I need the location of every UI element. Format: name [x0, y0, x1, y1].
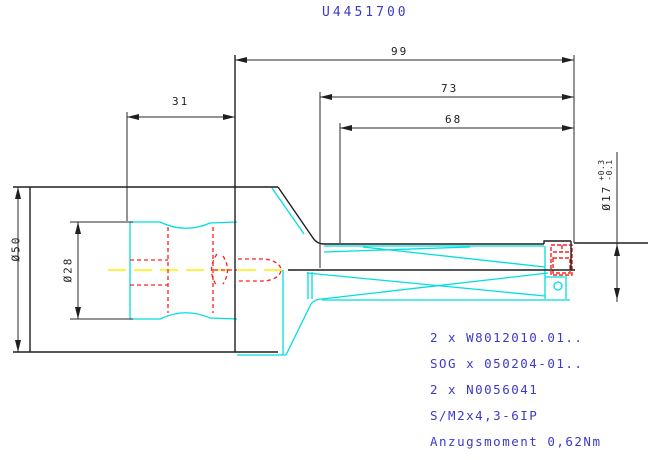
note-line-screws: 2 x N0056041 [430, 382, 539, 397]
dim-99-label: 99 [391, 45, 409, 58]
dimension-arrows [15, 57, 620, 352]
dimension-lines [17, 55, 618, 352]
tool-body-outline [13, 55, 648, 353]
dim-dia17-label: Ø17 +0.3 -0.1 [595, 142, 617, 228]
dim-dia17-value: Ø17 [599, 184, 613, 211]
drawing-title: U4451700 [322, 5, 409, 20]
hidden-detail-lines [130, 227, 282, 313]
note-line-torque: Anzugsmoment 0,62Nm [430, 434, 602, 449]
insert-outline [550, 244, 573, 276]
note-line-screw-type: S/M2x4,3-6IP [430, 408, 539, 423]
dim-dia17-tol-lower: -0.1 [605, 159, 614, 181]
note-line-inserts: 2 x W8012010.01.. [430, 330, 584, 345]
overlay-tool-outline [129, 187, 570, 356]
dim-31-label: 31 [172, 95, 190, 108]
dim-73-label: 73 [441, 82, 459, 95]
dim-dia28-label: Ø28 [61, 256, 75, 283]
dim-dia17-tolerances: +0.3 -0.1 [597, 159, 614, 181]
dim-dia50-label: Ø50 [9, 235, 23, 262]
note-line-insert-type: SOG x 050204-01.. [430, 356, 584, 371]
dim-68-label: 68 [445, 113, 463, 126]
